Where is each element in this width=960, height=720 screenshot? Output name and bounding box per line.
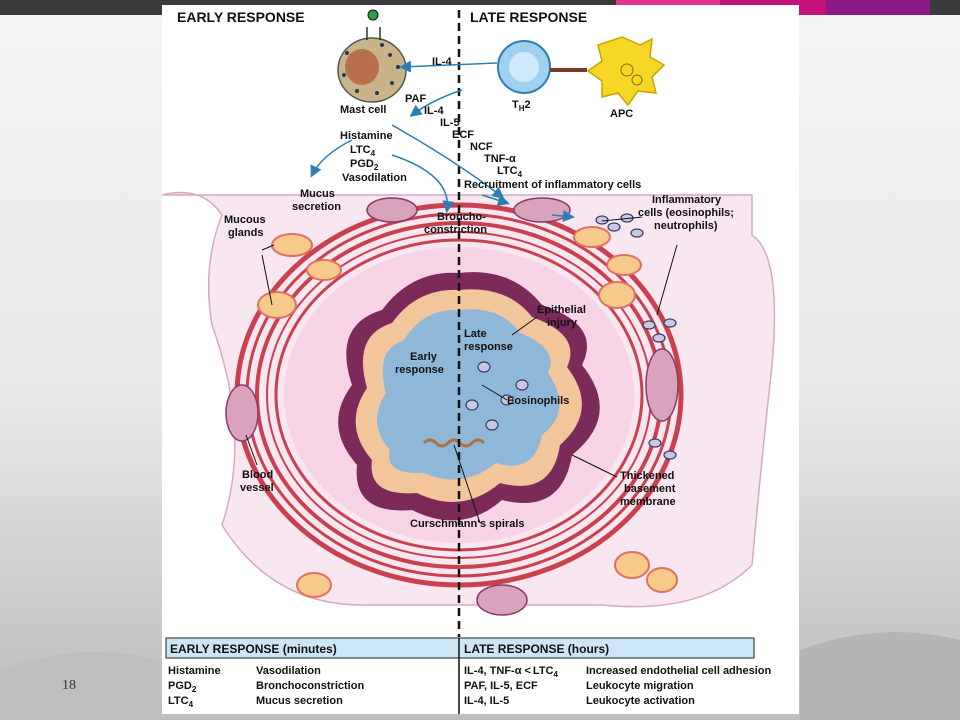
blood-vessel-left: [225, 384, 259, 442]
label-pointer-lines: [245, 216, 678, 524]
apc-cell: [586, 36, 666, 107]
lumen-eosinophils: [465, 361, 529, 431]
il4-top-label: IL-4: [432, 56, 452, 68]
mediator-il5: IL-5: [440, 117, 460, 129]
blood-vessel-right: [645, 348, 679, 422]
blood-vessel-top: [366, 197, 418, 223]
late-response-header: LATE RESPONSE: [470, 9, 587, 25]
mucous-glands: [257, 226, 678, 598]
mediator-ecf: ECF: [452, 129, 474, 141]
legend-late-effect-1: Increased endothelial cell adhesion: [586, 665, 772, 677]
legend-late-effect-2: Leukocyte migration: [586, 680, 694, 692]
apc-label: APC: [610, 108, 633, 120]
curschmanns-spiral-shape: [422, 438, 486, 448]
legend-early-effect-1: Vasodilation: [256, 665, 321, 677]
legend-early-header: EARLY RESPONSE (minutes): [170, 642, 337, 656]
mediator-il4: IL-4: [424, 105, 444, 117]
mediator-vasodilation: Vasodilation: [342, 172, 407, 184]
legend-early-mediator-2: PGD2: [168, 680, 197, 694]
legend-late-effect-3: Leukocyte activation: [586, 695, 695, 707]
legend-late-header: LATE RESPONSE (hours): [464, 642, 609, 656]
background-hills: [0, 632, 960, 720]
mediator-ltc4: LTC4: [350, 144, 376, 158]
mediator-tnf-alpha: TNF-α: [484, 153, 516, 165]
legend-early-effect-3: Mucus secretion: [256, 695, 343, 707]
asthma-diagram: EARLY RESPONSE LATE RESPONSE IL-4 TH2 AP…: [161, 9, 776, 714]
th2-cell: [497, 40, 551, 94]
legend-early-effect-2: Bronchoconstriction: [256, 680, 364, 692]
blood-vessel-top-right: [513, 197, 571, 223]
legend-late-mediator-2: PAF, IL-5, ECF: [464, 680, 538, 692]
slide-number: 18: [62, 678, 76, 693]
mediator-pgd2: PGD2: [350, 158, 379, 172]
early-response-header: EARLY RESPONSE: [177, 9, 305, 25]
mediator-ncf: NCF: [470, 141, 493, 153]
blood-vessel-bottom: [476, 584, 528, 616]
mediator-ltc4-right: LTC4: [497, 165, 523, 179]
airway-lumen: [376, 309, 560, 480]
legend-early-mediator-3: LTC4: [168, 695, 194, 709]
legend-late-mediator-1: IL-4, TNF-α<LTC4: [464, 665, 559, 679]
mast-cell-label: Mast cell: [340, 104, 386, 116]
top-bar-end-segment: [930, 0, 960, 15]
eosinophils-label: Eosinophils: [507, 395, 569, 407]
bronchoconstriction-label: Broncho-constriction: [424, 211, 487, 236]
recruitment-label: Recruitment of inflammatory cells: [464, 179, 641, 191]
mediator-histamine: Histamine: [340, 130, 393, 142]
mast-cell: [337, 9, 407, 103]
legend-early-mediator-1: Histamine: [168, 665, 221, 677]
asthma-diagram-figure: EARLY RESPONSE LATE RESPONSE IL-4 TH2 AP…: [161, 5, 799, 714]
inflammatory-cells-right: [595, 213, 677, 460]
response-arrows: [310, 60, 575, 223]
legend-header-bar: [165, 637, 755, 659]
legend-late-mediator-3: IL-4, IL-5: [464, 695, 509, 707]
top-bar-purple-segment: [826, 0, 930, 15]
mediator-paf: PAF: [405, 93, 426, 105]
th2-label: TH2: [512, 99, 531, 113]
curschmann-label: Curschmann's spirals: [410, 518, 525, 530]
